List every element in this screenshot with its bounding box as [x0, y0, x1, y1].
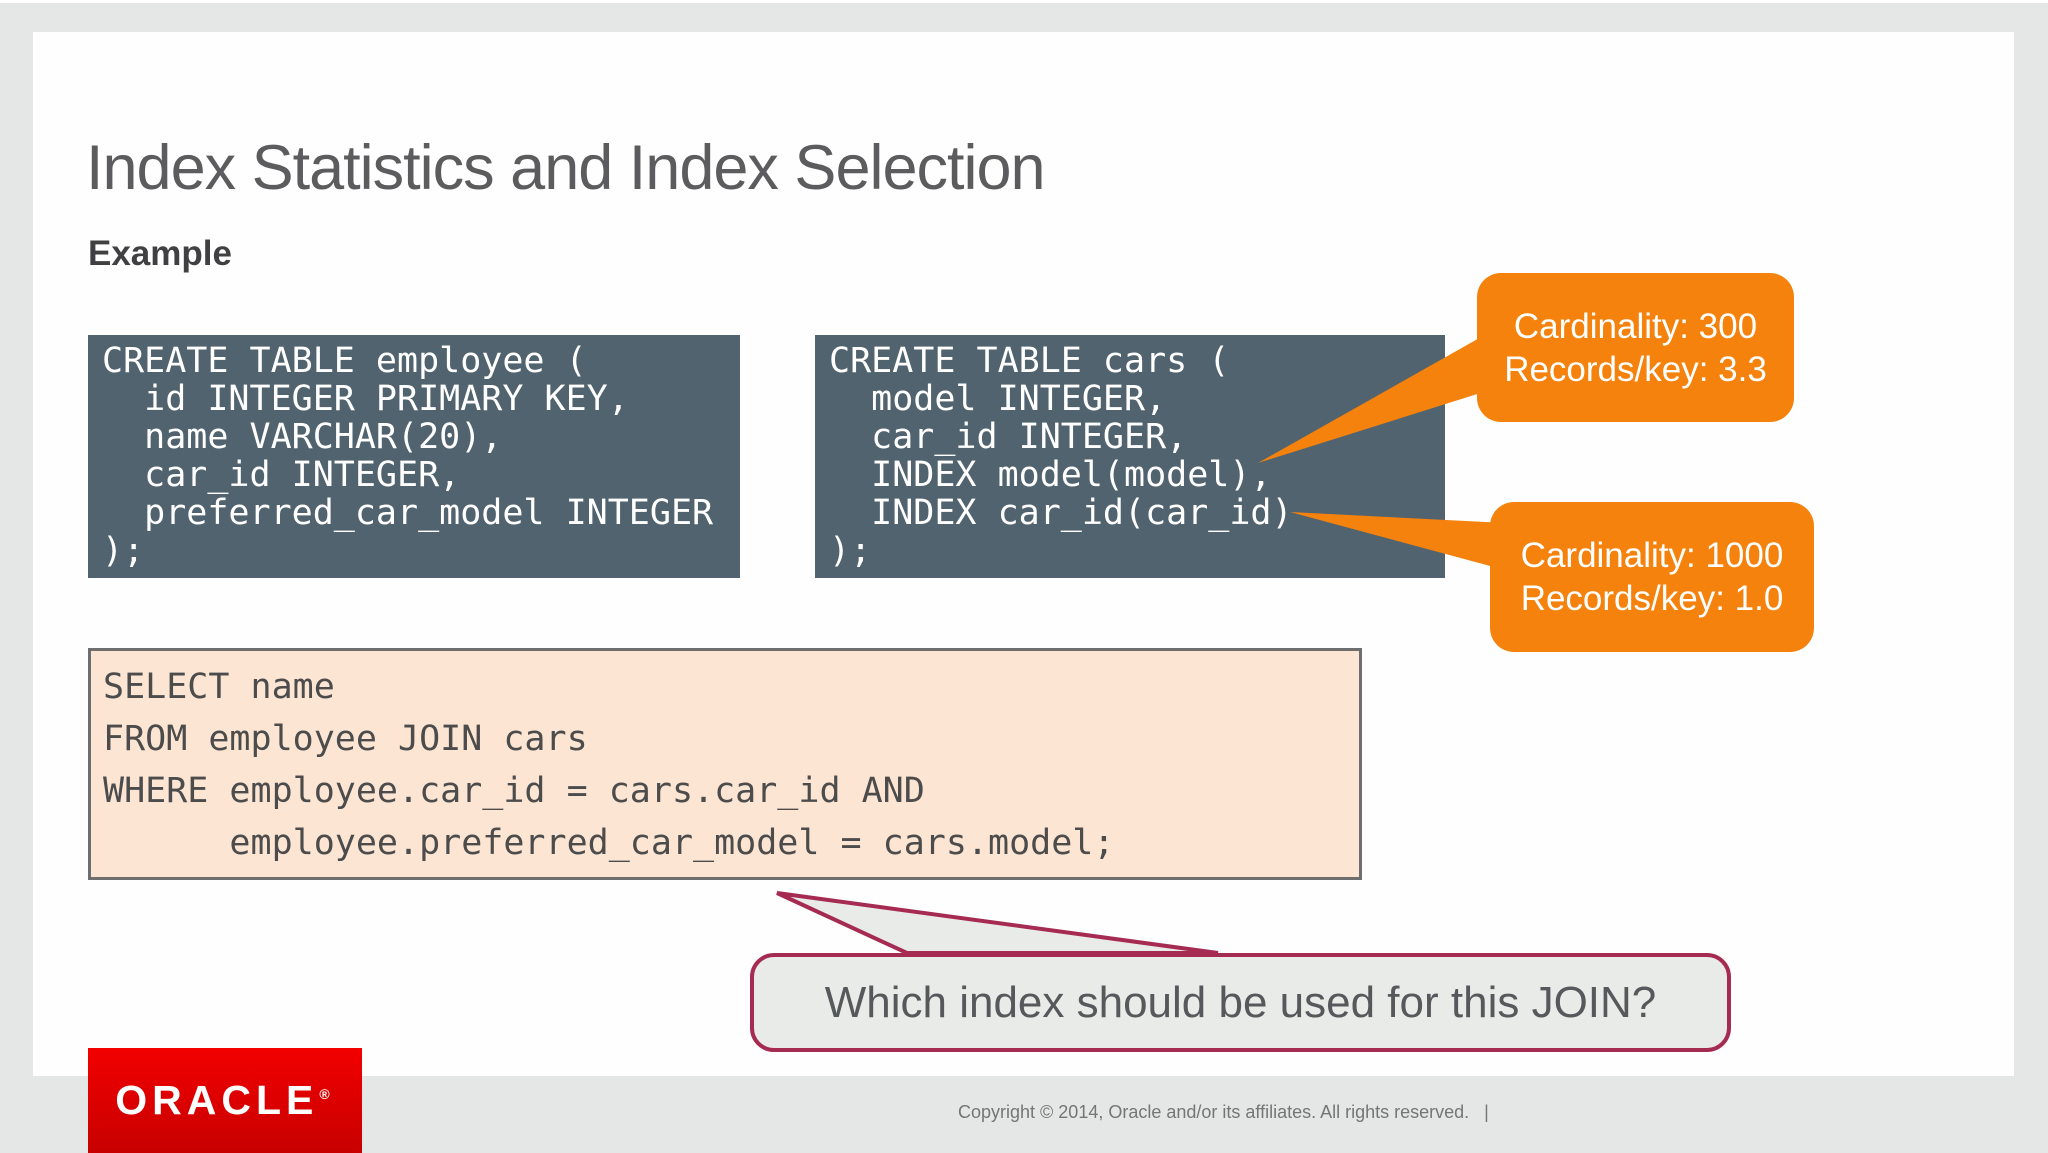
code-line: car_id INTEGER,	[102, 455, 461, 495]
code-line: );	[102, 531, 145, 571]
page-title: Index Statistics and Index Selection	[86, 133, 1046, 203]
code-line: model INTEGER,	[829, 379, 1167, 419]
records-per-key-value: Records/key: 3.3	[1504, 349, 1767, 389]
code-line: preferred_car_model INTEGER	[102, 493, 714, 533]
code-line: WHERE employee.car_id = cars.car_id AND	[103, 771, 925, 811]
create-table-cars-code: CREATE TABLE cars ( model INTEGER, car_i…	[815, 335, 1445, 578]
oracle-wordmark: ORACLE®	[115, 1077, 335, 1123]
top-edge-strip	[0, 0, 2048, 3]
create-table-employee-code: CREATE TABLE employee ( id INTEGER PRIMA…	[88, 335, 740, 578]
cardinality-value: Cardinality: 1000	[1520, 536, 1784, 575]
cardinality-callout-car-id: Cardinality: 1000 Records/key: 1.0	[1490, 502, 1814, 652]
code-line: employee.preferred_car_model = cars.mode…	[103, 823, 1115, 863]
code-line: FROM employee JOIN cars	[103, 719, 588, 759]
code-line: car_id INTEGER,	[829, 417, 1188, 457]
code-line: SELECT name	[103, 667, 335, 707]
code-line: CREATE TABLE cars (	[829, 341, 1230, 381]
page-subtitle: Example	[88, 234, 232, 273]
select-join-query-code: SELECT name FROM employee JOIN cars WHER…	[88, 648, 1362, 880]
code-line: );	[829, 531, 872, 571]
records-per-key-value: Records/key: 1.0	[1520, 579, 1784, 618]
code-line: id INTEGER PRIMARY KEY,	[102, 379, 629, 419]
registered-trademark-icon: ®	[319, 1086, 335, 1103]
oracle-logo: ORACLE®	[88, 1048, 362, 1153]
question-speech-bubble: Which index should be used for this JOIN…	[750, 953, 1731, 1052]
code-line: name VARCHAR(20),	[102, 417, 503, 457]
code-line: INDEX model(model),	[829, 455, 1272, 495]
copyright-notice: Copyright © 2014, Oracle and/or its affi…	[958, 1102, 1489, 1122]
question-text: Which index should be used for this JOIN…	[824, 977, 1657, 1027]
cardinality-value: Cardinality: 300	[1513, 306, 1758, 346]
code-line: INDEX car_id(car_id)	[829, 493, 1293, 533]
cardinality-callout-model: Cardinality: 300 Records/key: 3.3	[1477, 273, 1794, 422]
code-line: CREATE TABLE employee (	[102, 341, 587, 381]
